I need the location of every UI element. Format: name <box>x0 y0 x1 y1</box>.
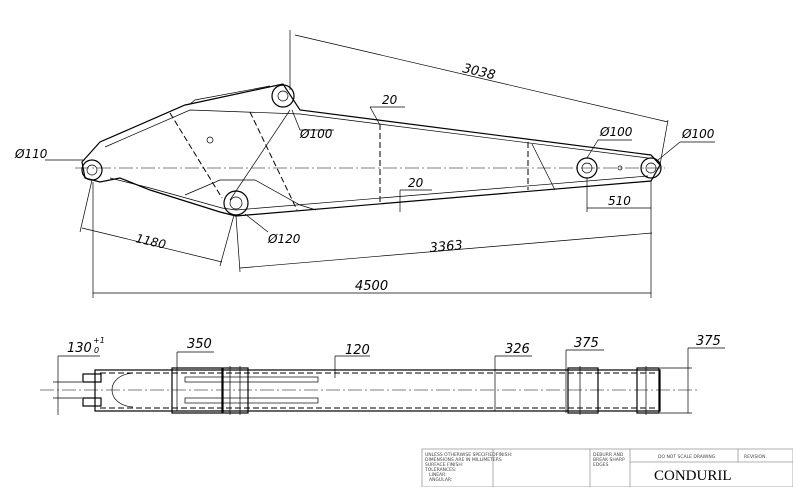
dim-130: 130 <box>67 341 92 356</box>
diaphragm <box>249 111 298 211</box>
dim-dia-right-end: Ø100 <box>681 127 715 141</box>
dim-1180: 1180 <box>134 231 167 252</box>
dim-line-1180 <box>81 227 223 263</box>
dim-3363: 3363 <box>429 238 463 256</box>
dim-130-tol-upper: +1 <box>93 336 105 345</box>
diaphragm <box>169 112 223 199</box>
clevis-cutout <box>111 372 134 408</box>
do-not-scale: DO NOT SCALE DRAWING <box>658 454 716 460</box>
ext-line <box>79 179 93 233</box>
finish-label: FINISH: <box>496 452 512 458</box>
note-3: SURFACE FINISH: <box>425 462 463 468</box>
dim-375b: 375 <box>696 334 721 349</box>
leader <box>291 109 301 131</box>
lug-top <box>82 373 102 383</box>
plate-350 <box>171 367 223 414</box>
dim-120: 120 <box>345 343 370 358</box>
boom-outline <box>81 83 661 217</box>
note-1: UNLESS OTHERWISE SPECIFIED: <box>425 452 497 458</box>
hole <box>206 136 214 144</box>
dim-3038: 3038 <box>461 61 497 83</box>
rib-bottom <box>184 397 319 404</box>
pin-bottom <box>223 190 249 216</box>
leader <box>244 213 269 233</box>
title-block-frame <box>421 448 793 487</box>
boss-375b <box>636 367 660 414</box>
lower-bracket <box>184 179 317 211</box>
leader <box>586 139 599 159</box>
bottom-plate-line <box>109 175 649 211</box>
note-2: DIMENSIONS ARE IN MILLIMETERS <box>425 457 502 463</box>
lug-bottom <box>82 397 102 407</box>
boss-375a <box>567 367 599 414</box>
dim-510: 510 <box>608 194 631 208</box>
boom-body <box>94 369 661 412</box>
dim-thickness-top: 20 <box>382 93 398 107</box>
dim-line-3363 <box>239 232 653 269</box>
dim-thickness-bottom: 20 <box>408 176 424 190</box>
leader <box>657 141 681 161</box>
dim-4500: 4500 <box>355 279 388 294</box>
ext-line <box>219 214 235 267</box>
dim-line-3038 <box>294 34 669 123</box>
dim-375a: 375 <box>574 336 599 351</box>
leader <box>369 106 381 126</box>
note-4: TOLERANCES: <box>424 467 456 473</box>
top-view: 130 +1 0 350 120 326 375 375 <box>40 334 725 415</box>
hole <box>617 165 623 171</box>
note-5: LINEAR: <box>429 472 447 478</box>
rib-top <box>184 376 319 383</box>
side-view: 3038 20 20 510 Ø100 Ø100 Ø100 Ø110 Ø120 … <box>14 30 715 298</box>
dim-350: 350 <box>187 337 212 352</box>
diaphragm <box>229 109 291 201</box>
top-bracket <box>189 85 271 105</box>
note-6: ANGULAR: <box>429 477 452 483</box>
dim-326: 326 <box>505 342 530 357</box>
dim-dia-top: Ø100 <box>299 127 333 141</box>
pin-top <box>271 84 295 108</box>
dim-dia-bottom: Ø120 <box>267 232 301 246</box>
pin-left <box>81 159 103 181</box>
top-plate-line <box>104 109 649 159</box>
revision-label: REVISION <box>744 454 765 460</box>
pin-right-end <box>640 157 662 179</box>
deburr-1: DEBURR AND <box>593 452 624 458</box>
company-name: CONDURIL <box>654 468 732 484</box>
ext-line <box>235 215 241 273</box>
deburr-2: BREAK SHARP <box>593 457 625 463</box>
title-block: UNLESS OTHERWISE SPECIFIED: DIMENSIONS A… <box>421 448 793 487</box>
dim-dia-right-inner: Ø100 <box>599 125 633 139</box>
dim-dia-left: Ø110 <box>14 147 48 161</box>
ext-line <box>659 119 669 166</box>
pin-boss <box>222 367 249 414</box>
dim-130-tol-lower: 0 <box>94 346 99 355</box>
deburr-3: EDGES <box>593 462 609 468</box>
diaphragm <box>531 143 556 191</box>
